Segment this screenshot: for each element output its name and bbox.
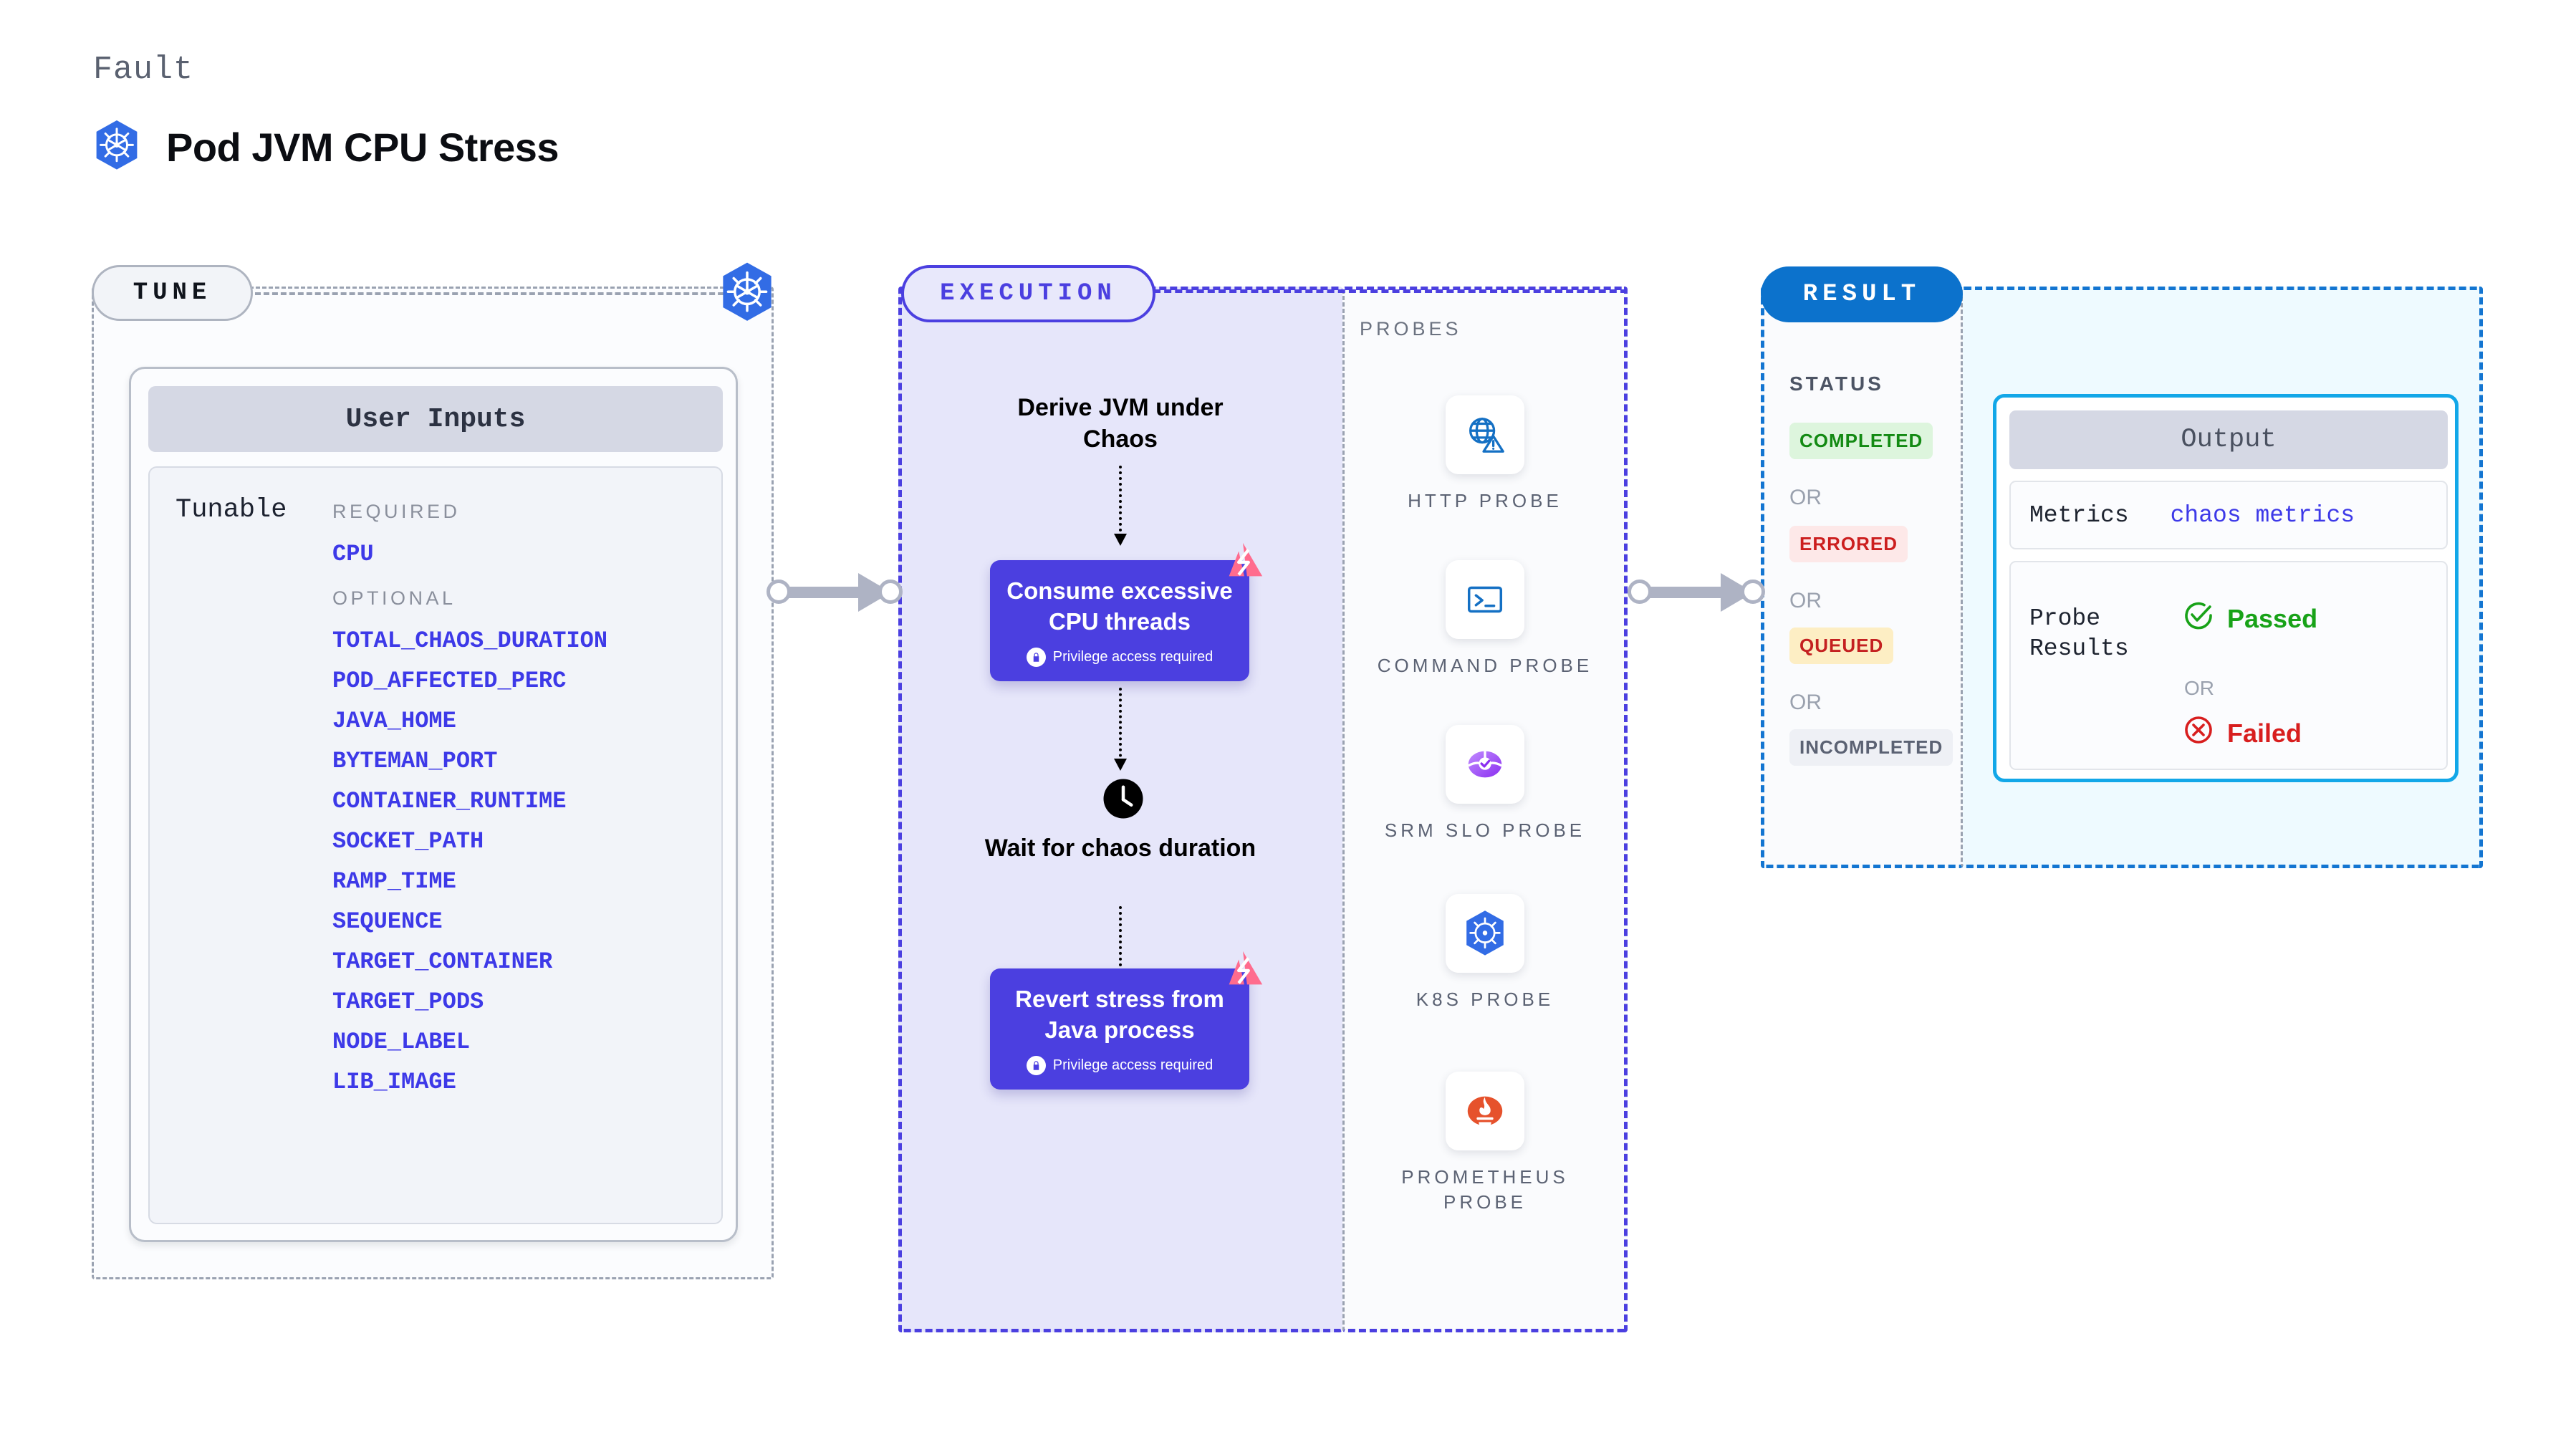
tune-top-dashed-line — [255, 292, 749, 295]
tunable-item[interactable]: LIB_IMAGE — [332, 1069, 456, 1095]
tunable-item[interactable]: CONTAINER_RUNTIME — [332, 788, 567, 814]
metrics-value[interactable]: chaos metrics — [2170, 501, 2355, 529]
probe-http[interactable]: HTTP PROBE — [1367, 395, 1603, 514]
probe-result-failed: Failed — [2183, 714, 2302, 752]
probe-label: COMMAND PROBE — [1377, 655, 1593, 676]
lock-icon — [1026, 1055, 1046, 1075]
execution-top-dashed-line — [1153, 289, 1628, 293]
tunable-item[interactable]: POD_AFFECTED_PERC — [332, 668, 567, 694]
action-privilege-text: Privilege access required — [1052, 648, 1213, 665]
metrics-key: Metrics — [2029, 501, 2129, 529]
execution-action-consume-cpu[interactable]: Consume excessive CPU threads Privilege … — [990, 542, 1263, 681]
action-privilege-note: Privilege access required — [1003, 647, 1236, 667]
tunable-item[interactable]: RAMP_TIME — [332, 868, 456, 895]
kubernetes-icon — [1446, 894, 1524, 973]
action-privilege-text: Privilege access required — [1052, 1057, 1213, 1073]
tunable-box: Tunable REQUIRED CPU OPTIONAL TOTAL_CHAOS_D… — [148, 466, 723, 1224]
litmus-logo-icon — [1221, 947, 1265, 991]
tunable-item[interactable]: CPU — [332, 541, 374, 567]
tunable-item[interactable]: NODE_LABEL — [332, 1029, 471, 1055]
prometheus-icon — [1446, 1072, 1524, 1150]
result-status-section — [1761, 287, 1963, 868]
tunable-item[interactable]: TOTAL_CHAOS_DURATION — [332, 628, 608, 654]
flow-arrow-down-icon — [1114, 466, 1127, 546]
output-metrics-row: Metrics chaos metrics — [2009, 481, 2448, 549]
connector-tune-to-execution — [766, 573, 903, 612]
srm-slo-gauge-icon — [1446, 725, 1524, 804]
execution-action-revert-stress[interactable]: Revert stress from Java process Privileg… — [990, 951, 1263, 1090]
kubernetes-icon — [93, 119, 140, 176]
execution-step-derive-jvm: Derive JVM under Chaos — [1017, 394, 1224, 453]
tunable-item[interactable]: SEQUENCE — [332, 908, 443, 935]
probe-label: K8S PROBE — [1416, 989, 1554, 1010]
status-or-3: OR — [1789, 691, 1822, 714]
status-badge-queued: QUEUED — [1789, 628, 1894, 664]
kubernetes-icon — [716, 261, 778, 323]
probe-label: SRM SLO PROBE — [1384, 819, 1586, 841]
probes-label: PROBES — [1360, 318, 1462, 340]
user-inputs-title: User Inputs — [148, 386, 723, 452]
tunable-item[interactable]: BYTEMAN_PORT — [332, 748, 498, 774]
tunable-item[interactable]: TARGET_PODS — [332, 989, 484, 1015]
check-circle-icon — [2183, 600, 2214, 638]
probe-command[interactable]: COMMAND PROBE — [1367, 560, 1603, 678]
tunable-item[interactable]: JAVA_HOME — [332, 708, 456, 734]
probe-srm-slo[interactable]: SRM SLO PROBE — [1367, 725, 1603, 843]
probe-result-or: OR — [2184, 677, 2214, 699]
status-badge-errored: ERRORED — [1789, 526, 1908, 562]
clock-icon — [1102, 777, 1145, 820]
probe-k8s[interactable]: K8S PROBE — [1367, 894, 1603, 1012]
page-title-row: Pod JVM CPU Stress — [93, 119, 559, 176]
litmus-logo-icon — [1221, 539, 1265, 583]
x-circle-icon — [2183, 714, 2214, 752]
status-or-1: OR — [1789, 486, 1822, 509]
status-or-2: OR — [1789, 589, 1822, 612]
tunable-group-heading: OPTIONAL — [332, 587, 456, 609]
tunable-list: REQUIRED CPU OPTIONAL TOTAL_CHAOS_DURATION P… — [332, 488, 705, 1102]
execution-badge: EXECUTION — [901, 265, 1155, 322]
status-badge-incompleted: INCOMPLETED — [1789, 729, 1953, 766]
status-badge-completed: COMPLETED — [1789, 423, 1933, 459]
tunable-group-heading: REQUIRED — [332, 501, 461, 522]
page-eyebrow: Fault — [93, 52, 194, 88]
probe-label: HTTP PROBE — [1408, 490, 1562, 511]
status-label: STATUS — [1789, 372, 1884, 395]
probe-label: PROMETHEUS PROBE — [1401, 1166, 1569, 1213]
execution-step-wait: Wait for chaos duration — [984, 835, 1256, 862]
flow-arrow-down-icon — [1114, 688, 1127, 771]
probe-prometheus[interactable]: PROMETHEUS PROBE — [1367, 1072, 1603, 1215]
tunable-item[interactable]: SOCKET_PATH — [332, 828, 484, 855]
action-title: Consume excessive CPU threads — [1006, 577, 1233, 635]
output-title: Output — [2009, 410, 2448, 469]
probe-result-passed: Passed — [2183, 600, 2317, 638]
terminal-icon — [1446, 560, 1524, 639]
result-badge: RESULT — [1761, 266, 1963, 322]
tune-badge: TUNE — [92, 265, 253, 321]
tunable-item[interactable]: TARGET_CONTAINER — [332, 948, 553, 975]
connector-probes-to-result — [1628, 573, 1765, 612]
page-title: Pod JVM CPU Stress — [166, 125, 559, 170]
action-privilege-note: Privilege access required — [1003, 1055, 1236, 1075]
lock-icon — [1026, 647, 1046, 667]
tunable-label: Tunable — [176, 495, 287, 525]
action-title: Revert stress from Java process — [1015, 986, 1224, 1043]
globe-warning-icon — [1446, 395, 1524, 474]
